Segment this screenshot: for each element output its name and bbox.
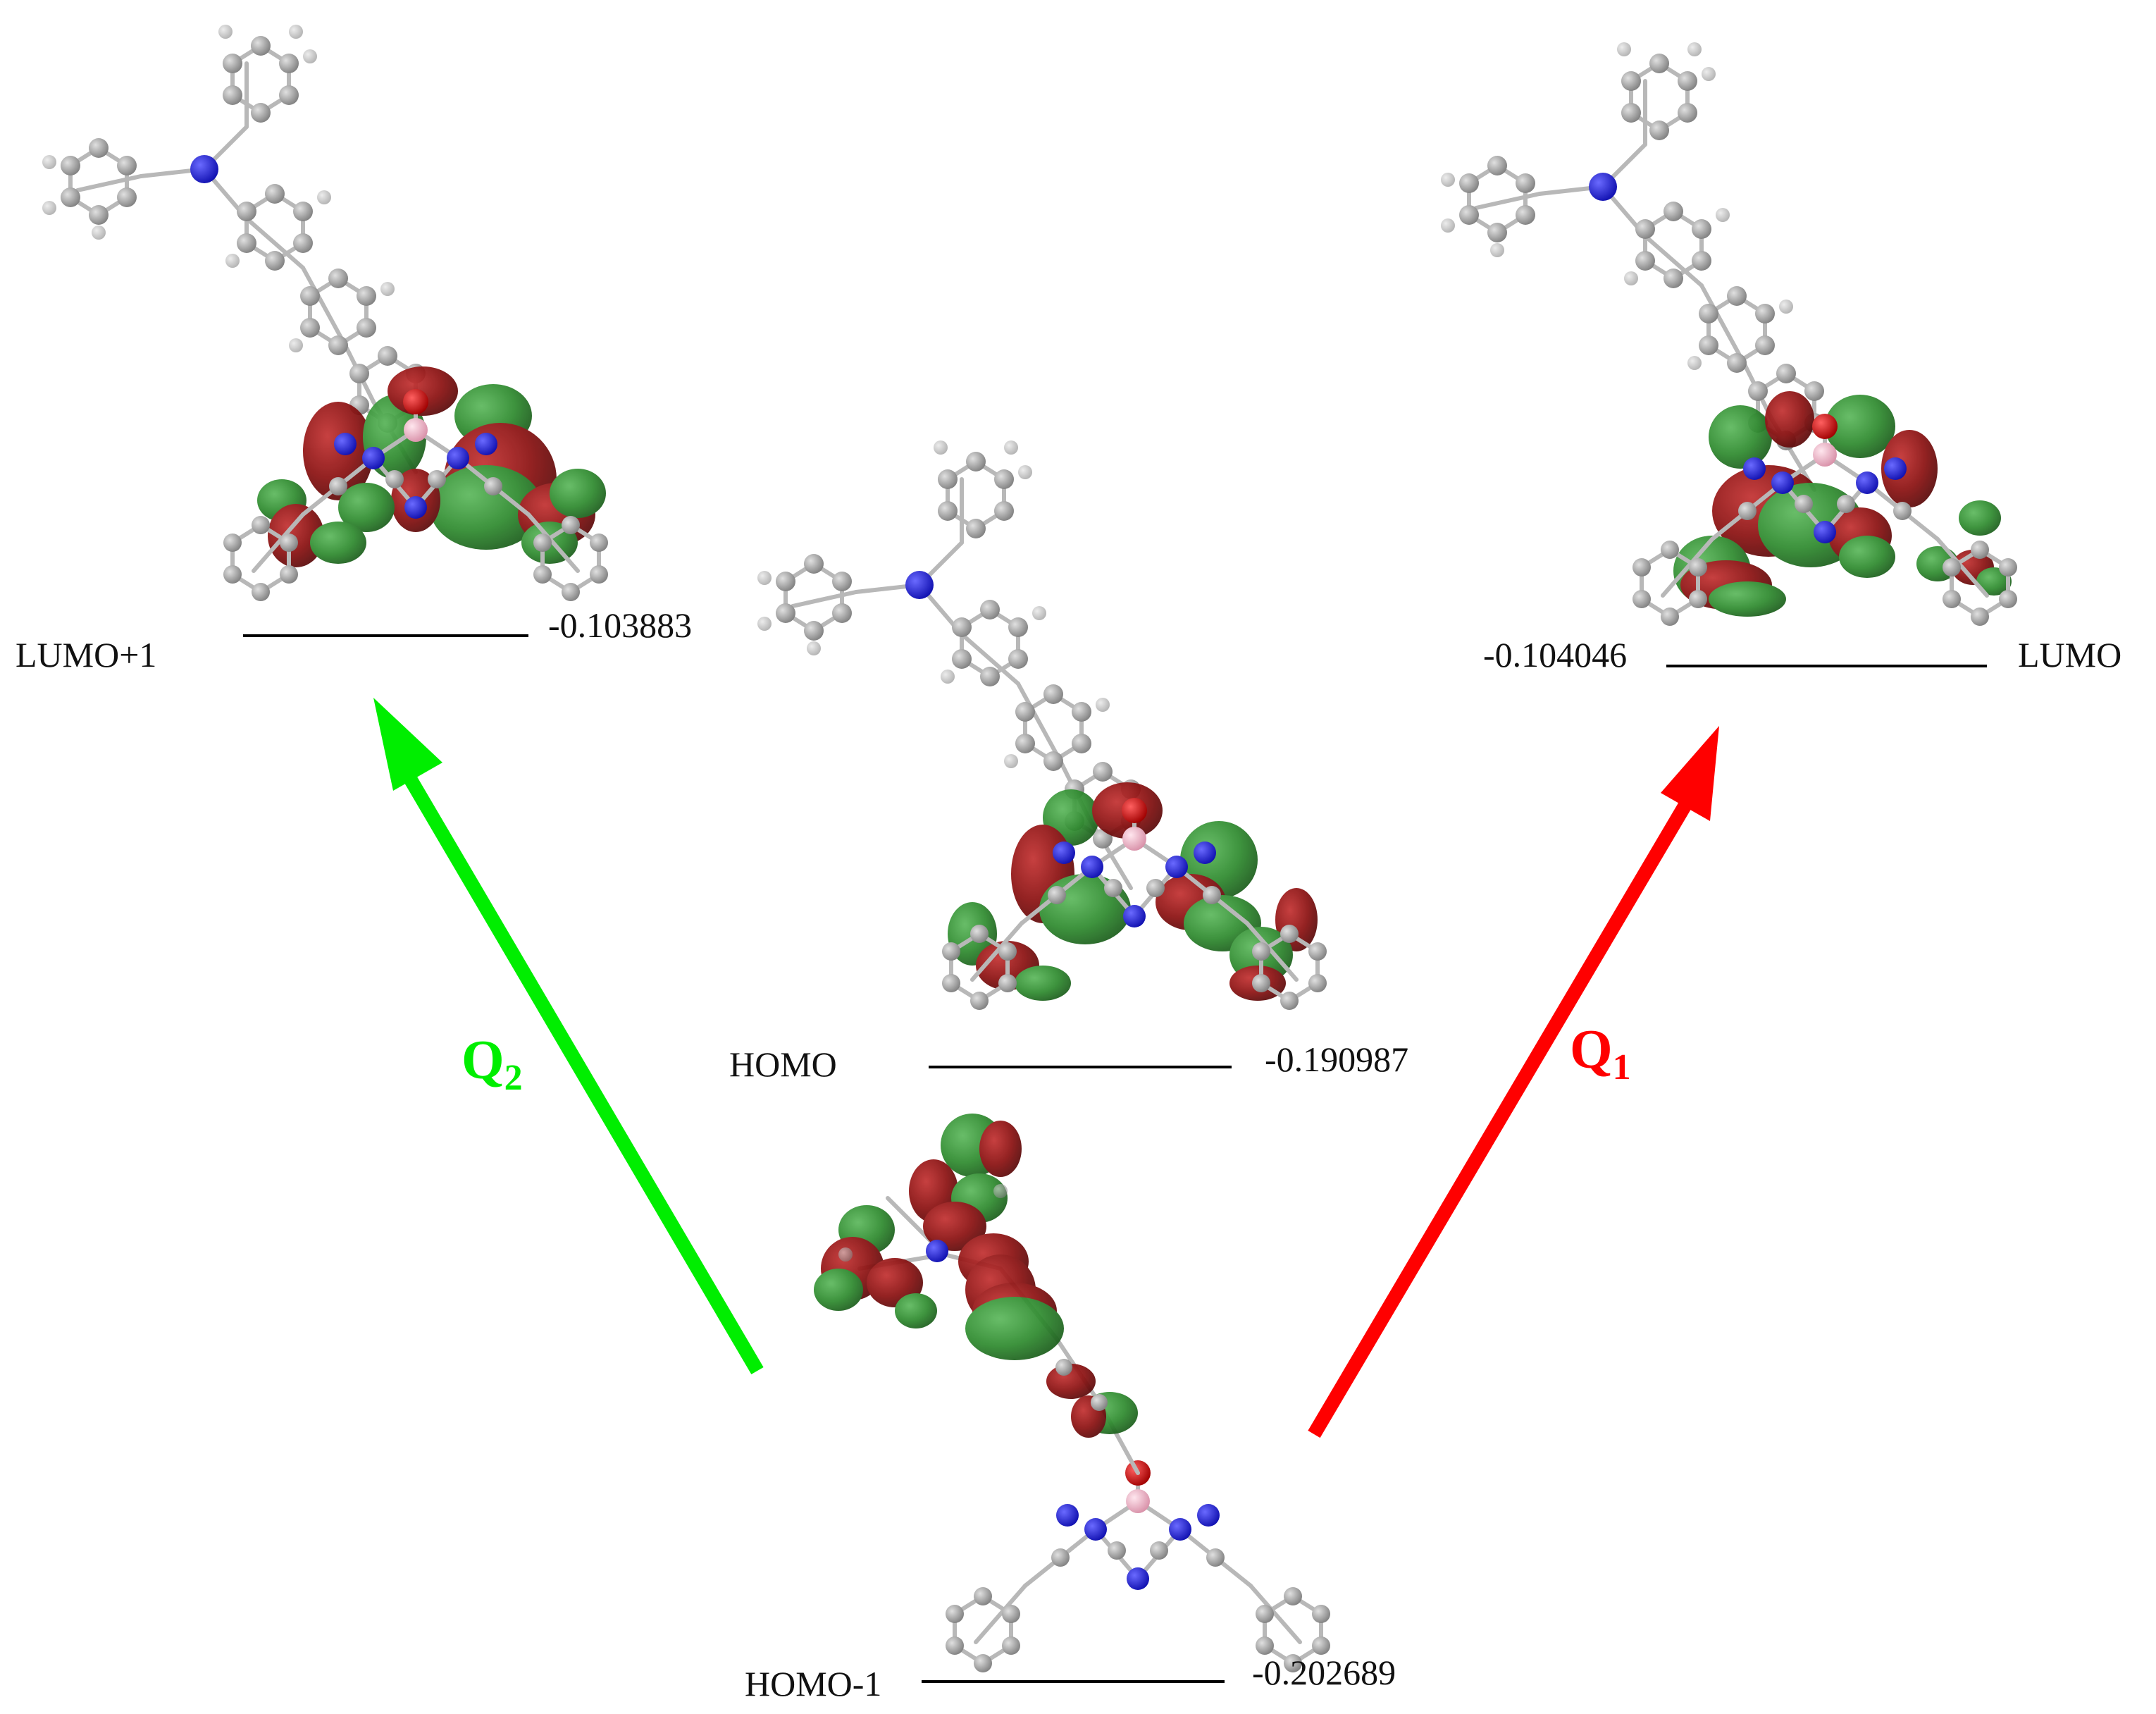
q1-arrow-head [1661,726,1719,821]
q1-arrow-shaft [1308,801,1692,1438]
level-energy: -0.103883 [548,605,692,645]
lumo-plus-1-orbital [42,25,608,601]
homo-orbital [757,440,1327,1010]
q2-arrow-shaft [401,770,764,1375]
q2-label: Q2 [461,1029,523,1098]
lumo-orbital [1441,42,2017,626]
level-energy: -0.104046 [1483,635,1627,674]
level-lumo: -0.104046 LUMO [1483,635,2121,674]
homo-minus-1-orbital [814,1114,1330,1672]
q1-label: Q1 [1570,1018,1631,1087]
q2-arrow-head [373,698,442,791]
level-homo: HOMO -0.190987 [729,1040,1408,1084]
level-name: HOMO [729,1044,837,1084]
level-lumo-plus-1: LUMO+1 -0.103883 [16,605,692,674]
q2-transition-arrow: Q2 [373,698,764,1375]
level-name: HOMO-1 [745,1664,881,1703]
level-energy: -0.202689 [1252,1653,1396,1692]
level-energy: -0.190987 [1265,1040,1408,1079]
q1-transition-arrow: Q1 [1308,726,1719,1438]
level-homo-minus-1: HOMO-1 -0.202689 [745,1653,1396,1703]
level-name: LUMO+1 [16,635,156,674]
level-name: LUMO [2018,635,2121,674]
